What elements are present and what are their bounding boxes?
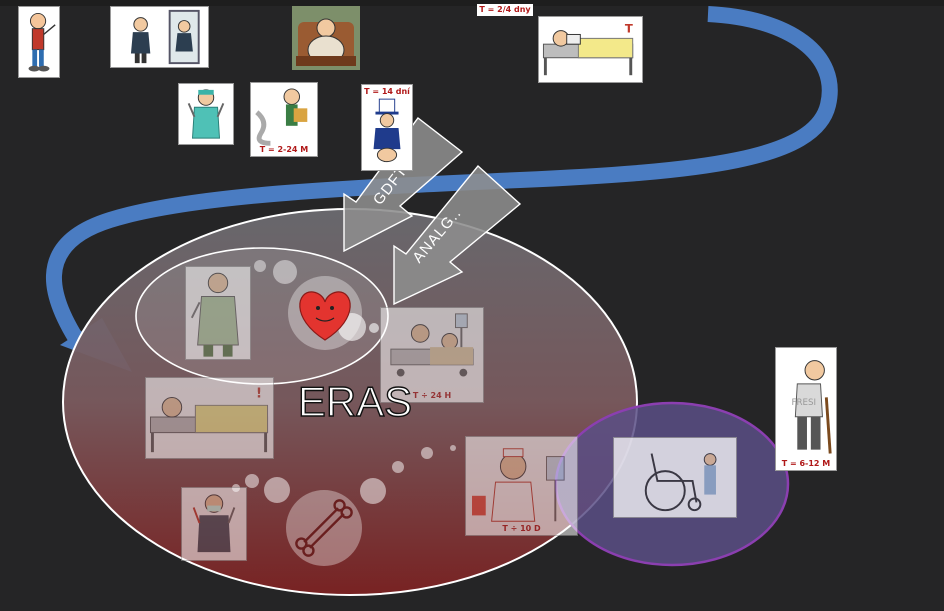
wheelchair-icon <box>644 453 717 512</box>
elderly-caption: T = 6-12 M <box>781 459 831 468</box>
bone-icon <box>286 490 362 566</box>
doctor-card <box>185 266 251 360</box>
top-bar <box>0 0 944 6</box>
mirror-card <box>110 6 209 68</box>
eras-title: ERAS <box>297 377 413 425</box>
nurse-icon <box>472 448 565 522</box>
patient-bed-icon: T <box>542 22 634 76</box>
postop-caption: T = 2/4 dny <box>477 4 533 16</box>
svg-text:!: ! <box>256 386 262 402</box>
elderly-cane-icon: FRESI <box>791 360 832 454</box>
uncle-sam-card: T = 14 dní <box>361 84 413 171</box>
analg-arrow <box>393 164 522 306</box>
sick-bed-icon: ! <box>149 386 269 453</box>
armchair-card <box>292 6 360 70</box>
sick-bed-card: ! <box>145 377 274 459</box>
armchair-man-icon <box>292 6 360 70</box>
surgeon-card <box>178 83 234 145</box>
gardener-card <box>18 6 60 78</box>
wheelchair-card <box>613 437 737 518</box>
paper-tape-card: T = 2-24 M <box>250 82 318 157</box>
gdft-arrow <box>343 117 464 253</box>
svg-text:T: T <box>625 22 633 36</box>
masked-doctor-icon <box>192 494 236 553</box>
uncle-sam-caption: T = 14 dní <box>364 87 410 96</box>
heart-icon <box>288 276 362 350</box>
patient-bed-card: T <box>538 16 643 83</box>
nurse-caption: T ÷ 10 D <box>502 524 541 533</box>
nurse-card: T ÷ 10 D <box>465 436 578 536</box>
paper-tape-man-icon <box>255 88 308 146</box>
doctor-icon <box>190 272 239 357</box>
masked-doctor-card <box>181 487 247 561</box>
patient-journey-path <box>45 6 838 353</box>
surgeon-tape-caption: T = 2-24 M <box>259 145 309 154</box>
hospital-bed-caption: T ÷ 24 H <box>412 391 452 400</box>
uncle-sam-icon <box>373 98 401 163</box>
surgeon-icon <box>187 89 225 139</box>
mirror-man-icon <box>130 9 200 65</box>
hospital-bed-icon <box>390 313 474 377</box>
thought-bubbles-bottom <box>232 445 456 504</box>
gardener-figure-icon <box>28 12 56 72</box>
elderly-card: FRESI T = 6-12 M <box>775 347 837 471</box>
hospital-bed-card: T ÷ 24 H <box>380 307 484 403</box>
elderly-bubble-text: FRESI <box>791 398 816 408</box>
